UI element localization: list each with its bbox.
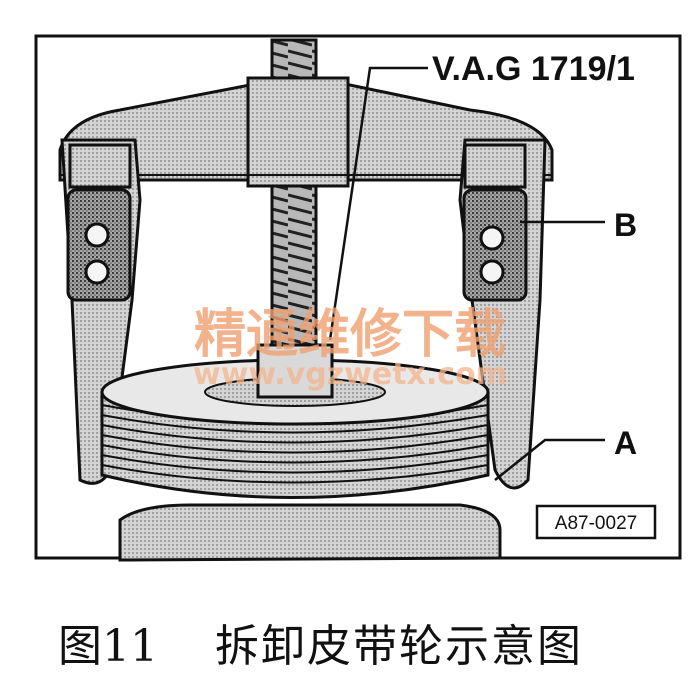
label-b: B [614,207,637,243]
engine-hub [118,503,502,562]
a-leader-line [494,438,605,481]
label-a: A [614,425,637,461]
left-bolt-bottom [84,259,110,285]
watermark-url: www.vgzwetx.com [193,357,507,392]
right-bolt-top [479,225,505,251]
right-bolt-bottom [479,259,505,285]
caption-number: 图11 [58,621,158,672]
spindle-adapter [256,343,334,399]
yoke-center-block [246,76,350,188]
caption-title: 拆卸皮带轮示意图 [215,621,583,672]
left-bolt-top [84,222,110,248]
figure-code-box [535,504,657,540]
tool-label: V.A.G 1719/1 [432,50,635,88]
tool-leader-line [328,66,428,341]
watermark-title: 精通维修下载 [194,305,506,365]
figure-code: A87-0027 [555,513,637,534]
